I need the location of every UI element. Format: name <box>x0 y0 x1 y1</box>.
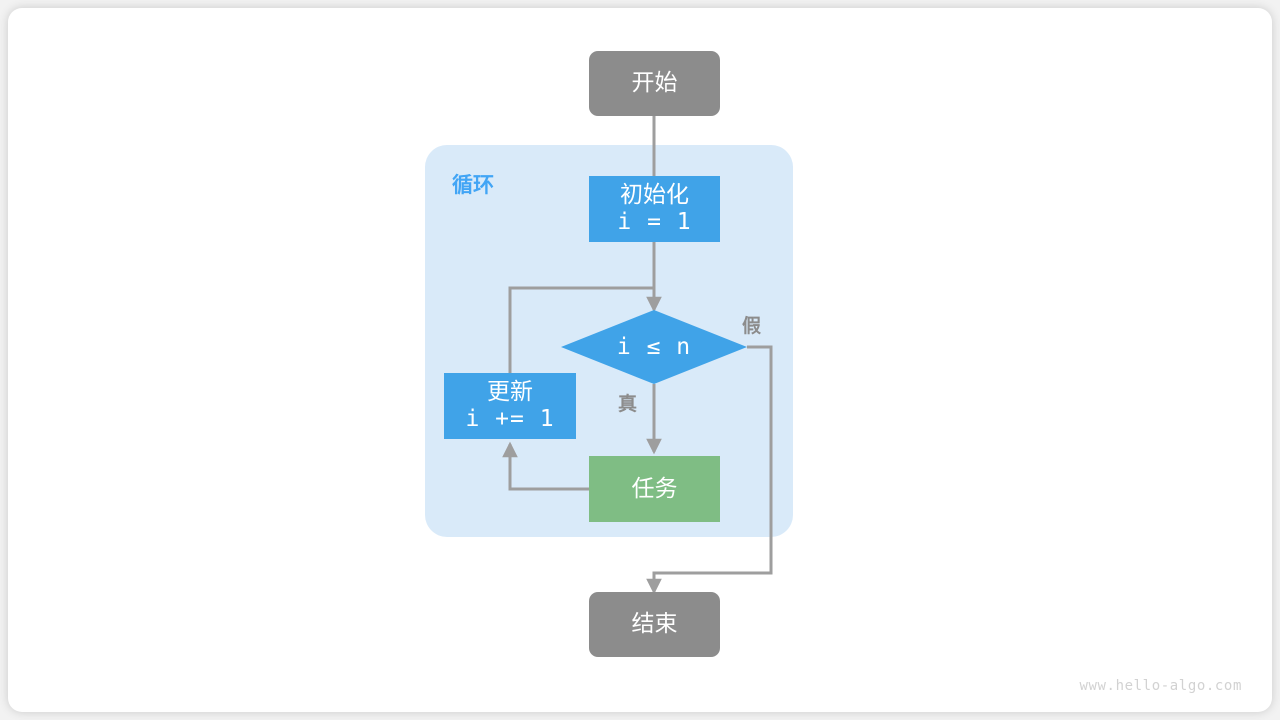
edge-update-to-cond <box>508 286 654 373</box>
edge-task-to-update <box>502 441 589 491</box>
edge-cond-to-end <box>646 345 773 595</box>
watermark: www.hello-algo.com <box>1079 678 1242 694</box>
node-update[interactable] <box>444 373 576 439</box>
loop-container-label: 循环 <box>452 173 494 197</box>
node-condition[interactable] <box>561 310 747 384</box>
node-start[interactable] <box>589 51 720 116</box>
node-task[interactable] <box>589 456 720 522</box>
node-end[interactable] <box>589 592 720 657</box>
edge-label-false: 假 <box>742 315 762 337</box>
node-init[interactable] <box>589 176 720 242</box>
edge-label-true: 真 <box>618 393 638 415</box>
